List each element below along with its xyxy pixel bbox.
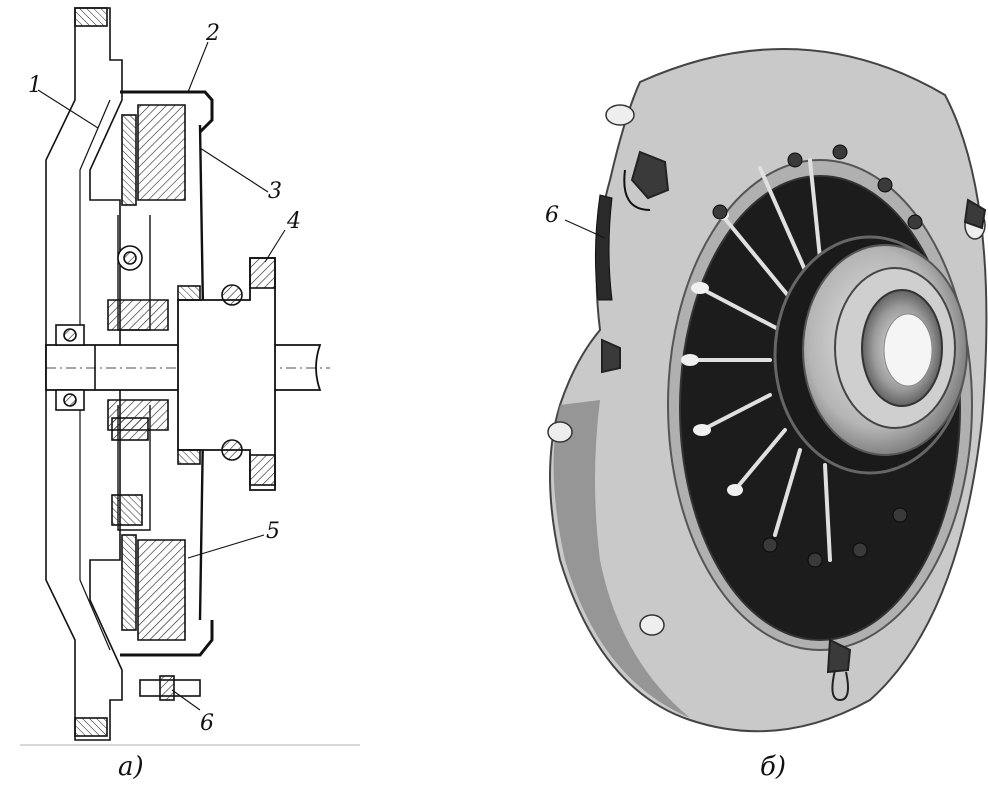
- retaining-clips: [601, 150, 987, 674]
- callout-6a: 6: [200, 711, 214, 736]
- disc-hub: [107, 299, 169, 331]
- rivets: [712, 144, 923, 568]
- diaphragm-fingers: [688, 158, 832, 562]
- callout-5: 5: [266, 519, 280, 544]
- callout-4: 4: [286, 209, 301, 234]
- cross-section-drawing: [20, 7, 360, 746]
- callout-1: 1: [28, 73, 42, 98]
- caption-b: б): [760, 752, 787, 782]
- callout-2: 2: [205, 21, 220, 46]
- pressure-plate-top: [137, 104, 186, 201]
- callouts-a: 1 2 3 4 5 6: [28, 21, 301, 736]
- clutch-cover: [120, 90, 214, 134]
- diaphragm-spring: [198, 124, 205, 311]
- callout-3: 3: [268, 179, 282, 204]
- leader-6b: [564, 219, 606, 239]
- caption-a: а): [118, 752, 144, 782]
- pressure-plate-bottom: [137, 539, 186, 641]
- leader-lines-a: [37, 41, 286, 711]
- callout-6b: 6: [545, 203, 559, 228]
- pressure-plate-illustration: [547, 48, 988, 733]
